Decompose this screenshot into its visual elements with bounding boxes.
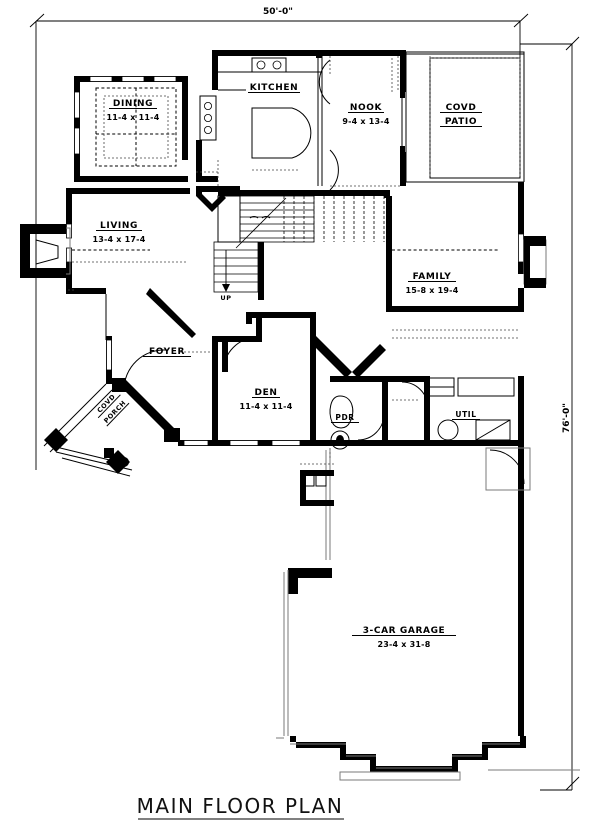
room-size-nook: 9-4 x 13-4 bbox=[342, 117, 389, 126]
room-name-garage: 3-CAR GARAGE bbox=[363, 626, 446, 636]
room-name-util: UTIL bbox=[455, 410, 476, 419]
stair-up-label: UP bbox=[220, 294, 231, 302]
overall-width-dimension: 50'-0" bbox=[263, 7, 293, 17]
room-name-nook: NOOK bbox=[350, 103, 383, 113]
label-garage: 3-CAR GARAGE 23-4 x 31-8 bbox=[352, 626, 456, 649]
room-living bbox=[20, 188, 196, 340]
room-pdr bbox=[310, 336, 388, 450]
room-nook bbox=[318, 59, 407, 191]
overall-depth-dimension: 76'-0" bbox=[562, 403, 572, 433]
label-living: LIVING 13-4 x 17-4 bbox=[93, 221, 146, 244]
room-name-family: FAMILY bbox=[413, 272, 452, 282]
label-foyer: FOYER bbox=[143, 347, 191, 357]
room-labels: DINING 11-4 x 11-4 KITCHEN NOOK 9-4 x 13… bbox=[93, 83, 482, 649]
staircase bbox=[196, 186, 390, 300]
room-name-foyer: FOYER bbox=[149, 347, 185, 357]
room-den bbox=[212, 312, 316, 446]
room-name-living: LIVING bbox=[100, 221, 138, 231]
room-foyer bbox=[106, 336, 214, 446]
room-kitchen bbox=[196, 56, 323, 186]
room-name-dining: DINING bbox=[113, 99, 153, 109]
label-kitchen: KITCHEN bbox=[248, 83, 300, 93]
room-name-covd-patio-2: PATIO bbox=[445, 117, 477, 127]
room-name-pdr: PDR bbox=[335, 413, 354, 422]
label-covd-patio: COVD PATIO bbox=[440, 103, 482, 127]
room-family bbox=[386, 190, 547, 339]
room-size-living: 13-4 x 17-4 bbox=[93, 235, 146, 244]
room-name-kitchen: KITCHEN bbox=[250, 83, 298, 93]
room-size-dining: 11-4 x 11-4 bbox=[107, 113, 160, 122]
label-nook: NOOK 9-4 x 13-4 bbox=[342, 103, 389, 126]
hidden-detail-lines bbox=[66, 56, 521, 465]
sheet-title-group: MAIN FLOOR PLAN bbox=[137, 794, 344, 820]
room-dining bbox=[74, 76, 188, 182]
label-den: DEN 11-4 x 11-4 bbox=[240, 388, 293, 411]
room-size-family: 15-8 x 19-4 bbox=[406, 286, 459, 295]
room-name-den: DEN bbox=[255, 388, 278, 398]
room-garage bbox=[276, 446, 580, 781]
label-covd-porch: COVD PORCH bbox=[96, 392, 130, 427]
label-util: UTIL bbox=[452, 410, 480, 420]
label-pdr: PDR bbox=[331, 413, 359, 423]
room-util bbox=[388, 376, 524, 446]
room-size-den: 11-4 x 11-4 bbox=[240, 402, 293, 411]
room-size-garage: 23-4 x 31-8 bbox=[378, 640, 431, 649]
page-title: MAIN FLOOR PLAN bbox=[137, 794, 344, 818]
room-covd-patio bbox=[429, 57, 520, 178]
room-covd-porch bbox=[43, 383, 133, 477]
label-dining: DINING 11-4 x 11-4 bbox=[107, 99, 160, 122]
label-family: FAMILY 15-8 x 19-4 bbox=[406, 272, 459, 295]
dimension-right bbox=[520, 36, 580, 791]
room-name-covd-patio: COVD bbox=[446, 103, 477, 113]
